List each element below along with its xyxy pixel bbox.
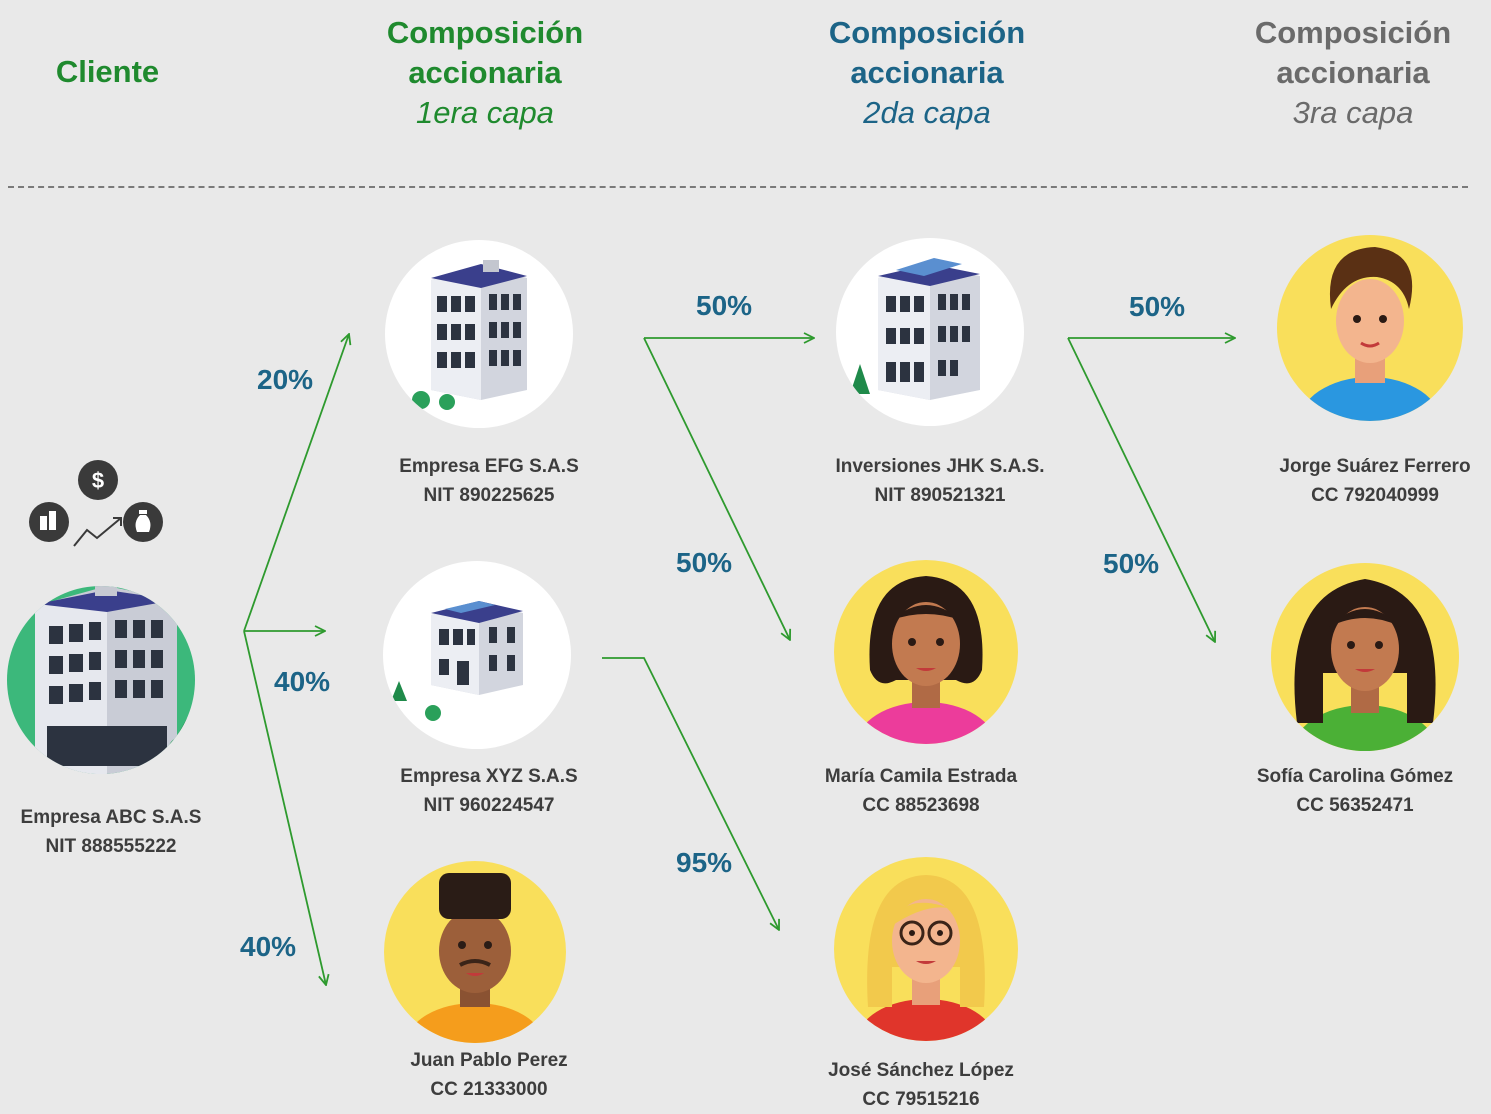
office-building-icon bbox=[850, 258, 980, 400]
person-juan-avatar[interactable] bbox=[384, 861, 566, 1043]
company-jhk-avatar[interactable] bbox=[836, 238, 1024, 426]
person-jose-label: José Sánchez López CC 79515216 bbox=[786, 1056, 1056, 1114]
edge-abc-efg bbox=[243, 334, 349, 632]
pct-jhk-jorge: 50% bbox=[1129, 291, 1186, 322]
person-jorge-name: Jorge Suárez Ferrero bbox=[1279, 456, 1471, 477]
person-jose-id: CC 79515216 bbox=[862, 1089, 980, 1110]
header-capa-2: Composición accionaria 2da capa bbox=[807, 13, 1047, 133]
company-jhk-name: Inversiones JHK S.A.S. bbox=[835, 456, 1045, 477]
person-maria-label: María Camila Estrada CC 88523698 bbox=[786, 762, 1056, 820]
office-building-icon bbox=[391, 601, 523, 721]
person-sofia-name: Sofía Carolina Gómez bbox=[1256, 766, 1454, 787]
header-capa-2-line1: Composición bbox=[828, 15, 1026, 50]
pct-abc-efg: 20% bbox=[257, 364, 314, 395]
person-jorge-label: Jorge Suárez Ferrero CC 792040999 bbox=[1240, 452, 1491, 510]
person-jorge-id: CC 792040999 bbox=[1311, 485, 1439, 506]
svg-text:$: $ bbox=[92, 468, 104, 493]
company-efg-id: NIT 890225625 bbox=[423, 485, 555, 506]
person-icon bbox=[856, 875, 996, 1041]
person-juan-name: Juan Pablo Perez bbox=[410, 1050, 568, 1071]
pct-efg-jhk: 50% bbox=[696, 290, 753, 321]
company-xyz-name: Empresa XYZ S.A.S bbox=[400, 766, 578, 787]
office-building-icon bbox=[35, 586, 195, 774]
pct-abc-xyz: 40% bbox=[274, 666, 331, 697]
header-cliente: Cliente bbox=[40, 52, 175, 92]
header-capa-2-line2: accionaria bbox=[850, 55, 1004, 90]
header-capa-3-line2: accionaria bbox=[1276, 55, 1430, 90]
bar-chart-icon bbox=[29, 502, 69, 542]
pct-efg-maria: 50% bbox=[676, 547, 733, 578]
header-capa-1: Composición accionaria 1era capa bbox=[365, 13, 605, 133]
client-abc-id: NIT 888555222 bbox=[45, 836, 177, 857]
company-xyz-avatar[interactable] bbox=[383, 561, 571, 749]
finance-icons: $ bbox=[29, 460, 163, 547]
header-capa-1-sub: 1era capa bbox=[416, 95, 554, 130]
person-maria-id: CC 88523698 bbox=[862, 795, 980, 816]
person-maria-name: María Camila Estrada bbox=[824, 766, 1018, 787]
company-efg-label: Empresa EFG S.A.S NIT 890225625 bbox=[369, 452, 609, 510]
header-capa-3-sub: 3ra capa bbox=[1292, 95, 1414, 130]
header-capa-3-line1: Composición bbox=[1254, 15, 1452, 50]
person-icon bbox=[1291, 579, 1439, 751]
edge-efg-maria bbox=[643, 337, 790, 640]
company-jhk-id: NIT 890521321 bbox=[874, 485, 1006, 506]
office-building-icon bbox=[412, 260, 527, 410]
person-jose-avatar[interactable] bbox=[834, 857, 1018, 1041]
person-sofia-label: Sofía Carolina Gómez CC 56352471 bbox=[1220, 762, 1490, 820]
person-juan-label: Juan Pablo Perez CC 21333000 bbox=[369, 1046, 609, 1104]
person-icon bbox=[1298, 247, 1442, 421]
edge-xyz-jose bbox=[602, 657, 779, 930]
money-bag-icon bbox=[123, 502, 163, 542]
header-capa-1-line2: accionaria bbox=[408, 55, 562, 90]
person-icon bbox=[856, 576, 996, 744]
header-capa-1-line1: Composición bbox=[386, 15, 584, 50]
pct-abc-juan: 40% bbox=[240, 931, 297, 962]
header-capa-2-sub: 2da capa bbox=[863, 95, 991, 130]
person-icon bbox=[407, 873, 543, 1043]
company-jhk-label: Inversiones JHK S.A.S. NIT 890521321 bbox=[800, 452, 1080, 510]
person-jose-name: José Sánchez López bbox=[828, 1060, 1014, 1081]
company-efg-name: Empresa EFG S.A.S bbox=[399, 456, 579, 477]
header-divider bbox=[8, 186, 1468, 188]
person-juan-id: CC 21333000 bbox=[430, 1079, 548, 1100]
trend-line-icon bbox=[73, 517, 122, 547]
company-xyz-label: Empresa XYZ S.A.S NIT 960224547 bbox=[369, 762, 609, 820]
pct-jhk-sofia: 50% bbox=[1103, 548, 1160, 579]
company-xyz-id: NIT 960224547 bbox=[423, 795, 555, 816]
header-cliente-label: Cliente bbox=[55, 54, 160, 89]
edge-jhk-sofia bbox=[1067, 337, 1215, 642]
dollar-icon: $ bbox=[78, 460, 118, 500]
client-abc-avatar[interactable] bbox=[7, 586, 195, 774]
person-jorge-avatar[interactable] bbox=[1277, 235, 1463, 421]
person-maria-avatar[interactable] bbox=[834, 560, 1018, 744]
pct-xyz-jose: 95% bbox=[676, 847, 733, 878]
person-sofia-id: CC 56352471 bbox=[1296, 795, 1414, 816]
edge-abc-juan bbox=[243, 630, 326, 985]
company-efg-avatar[interactable] bbox=[385, 240, 573, 428]
client-abc-name: Empresa ABC S.A.S bbox=[20, 807, 202, 828]
client-abc-label: Empresa ABC S.A.S NIT 888555222 bbox=[0, 803, 222, 861]
person-sofia-avatar[interactable] bbox=[1271, 563, 1459, 751]
header-capa-3: Composición accionaria 3ra capa bbox=[1233, 13, 1473, 133]
